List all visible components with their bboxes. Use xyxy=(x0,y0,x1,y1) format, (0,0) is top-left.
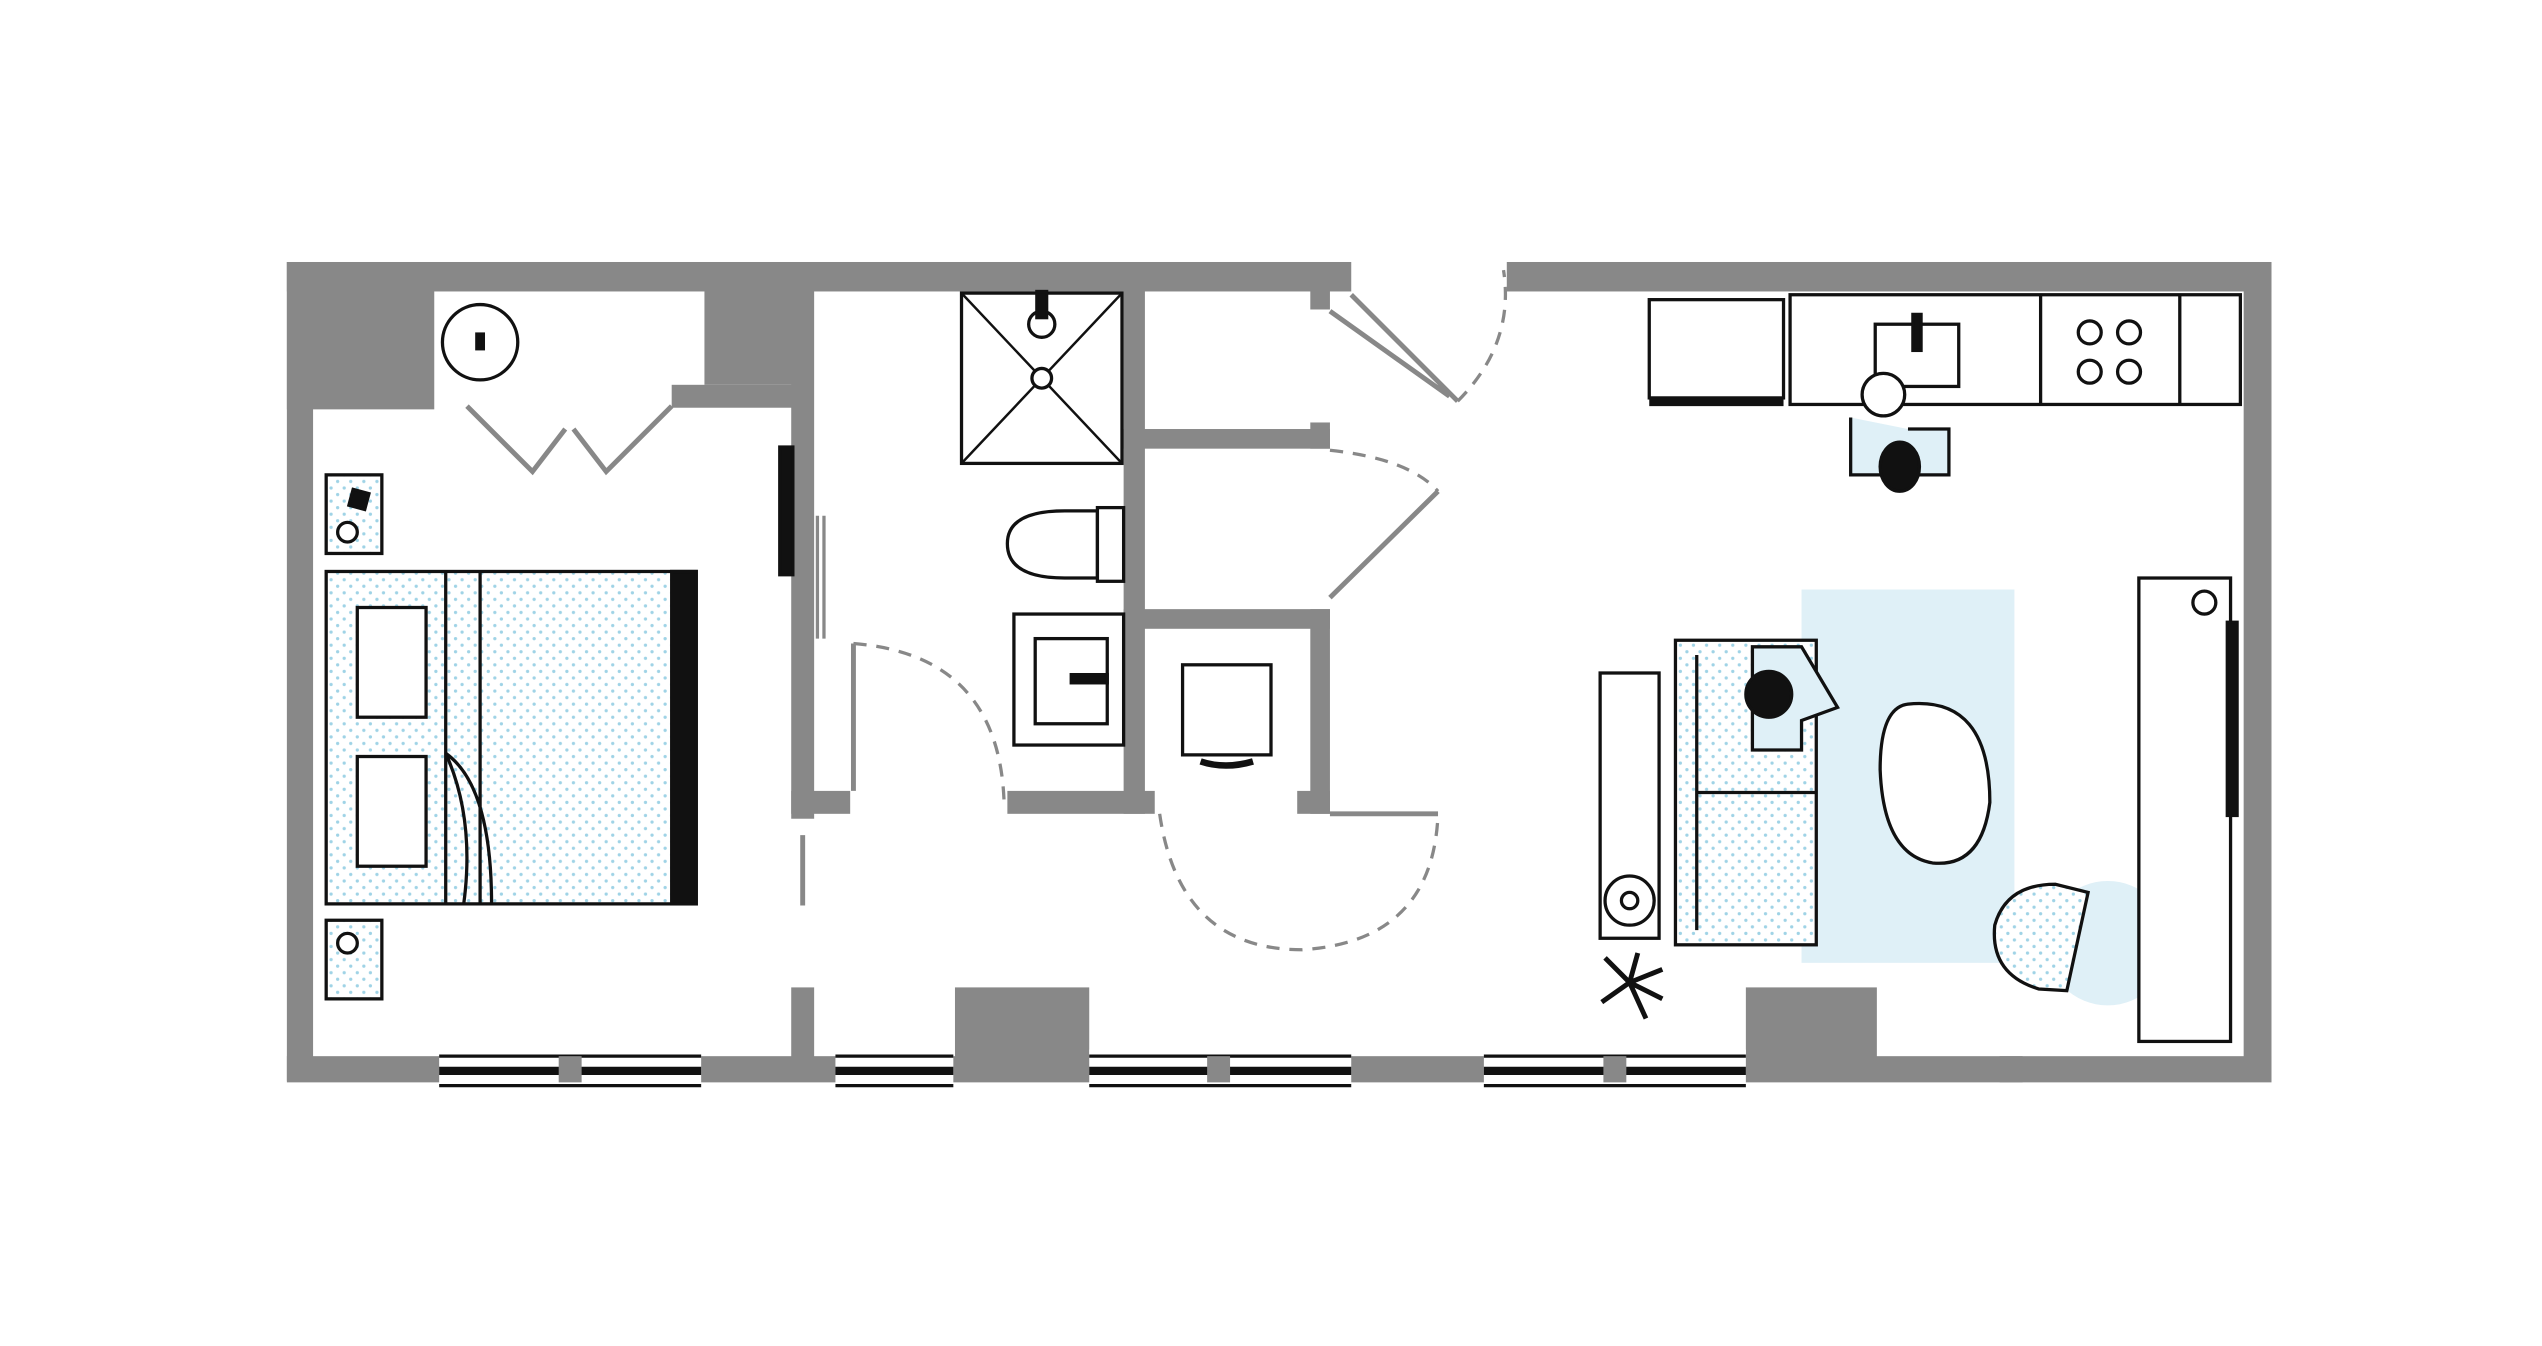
pillow-2 xyxy=(355,754,428,868)
plant-icon xyxy=(1600,952,1664,1020)
book-icon xyxy=(346,487,371,512)
bedroom-wall xyxy=(791,261,815,819)
armchair xyxy=(1992,882,2091,993)
person-sitting xyxy=(1744,645,1840,752)
bath-wall-bottom-right xyxy=(1007,790,1155,814)
bed-headboard xyxy=(670,569,698,906)
bath-wall-right xyxy=(1123,261,1145,814)
closet-wall-5 xyxy=(1310,609,1330,814)
column-stub xyxy=(1999,1056,2023,1083)
sideboard xyxy=(2137,576,2233,1044)
lamp-icon xyxy=(336,520,359,544)
wall-top-left xyxy=(286,261,1352,292)
sideboard-lamp xyxy=(2191,589,2218,616)
entry-door-leaf xyxy=(1328,293,1460,403)
coffee-table xyxy=(1878,701,1992,865)
window-2 xyxy=(835,1049,954,1089)
washer-knob xyxy=(475,332,486,351)
stove-burners xyxy=(2076,319,2143,385)
closet-wall-3 xyxy=(1310,286,1330,310)
toilet-tank xyxy=(1095,505,1126,583)
hall-door-swing xyxy=(1158,813,1440,952)
bath-faucet xyxy=(1069,673,1109,685)
wall-top-right xyxy=(1506,261,2272,292)
doors xyxy=(465,269,1508,952)
pillow-1 xyxy=(355,605,428,719)
stool xyxy=(1199,758,1254,769)
nightstand-top xyxy=(324,473,384,556)
bath-door-swing xyxy=(853,641,1006,803)
closet-wall-1 xyxy=(1123,429,1330,449)
closet-bifold-door xyxy=(465,404,674,476)
lamp-icon-2 xyxy=(336,931,359,955)
column-1 xyxy=(954,987,1090,1070)
shower-drain xyxy=(1030,366,1054,390)
closet-wall-6 xyxy=(1297,790,1330,814)
closet-wall xyxy=(671,384,795,408)
person-cooking xyxy=(1849,417,1951,493)
kitchen-faucet xyxy=(1911,312,1923,353)
column-2 xyxy=(1745,987,1877,1070)
pocket-door xyxy=(815,515,826,639)
bed-blanket-fold xyxy=(444,751,494,905)
window-4 xyxy=(1483,1049,1746,1089)
bath-wall-bottom xyxy=(791,790,851,814)
window-3 xyxy=(1089,1049,1352,1089)
closet-block-left xyxy=(286,261,435,410)
closet-door-leaf xyxy=(1328,489,1440,600)
wall-right xyxy=(2243,261,2272,1081)
kitchen-counter xyxy=(1788,293,2243,407)
fridge xyxy=(1647,298,1786,400)
shower-faucet xyxy=(1035,289,1049,320)
bedroom-wall-lower xyxy=(791,987,815,1070)
plate xyxy=(1860,371,1907,418)
speaker-center xyxy=(1619,890,1640,911)
entry-door-swing xyxy=(1456,269,1508,403)
closet-door-swing xyxy=(1329,448,1440,493)
closet-wall-4 xyxy=(1310,422,1330,449)
closet-wall-2 xyxy=(1123,609,1330,629)
closet-block-right xyxy=(704,261,795,385)
wall-tv xyxy=(2225,620,2239,818)
tv-panel xyxy=(778,445,795,577)
windows xyxy=(439,1049,1746,1089)
nightstand-bottom xyxy=(324,918,384,1001)
side-table xyxy=(1180,663,1273,757)
window-1 xyxy=(439,1049,702,1089)
furniture xyxy=(324,289,2243,1044)
toilet xyxy=(1005,509,1100,580)
